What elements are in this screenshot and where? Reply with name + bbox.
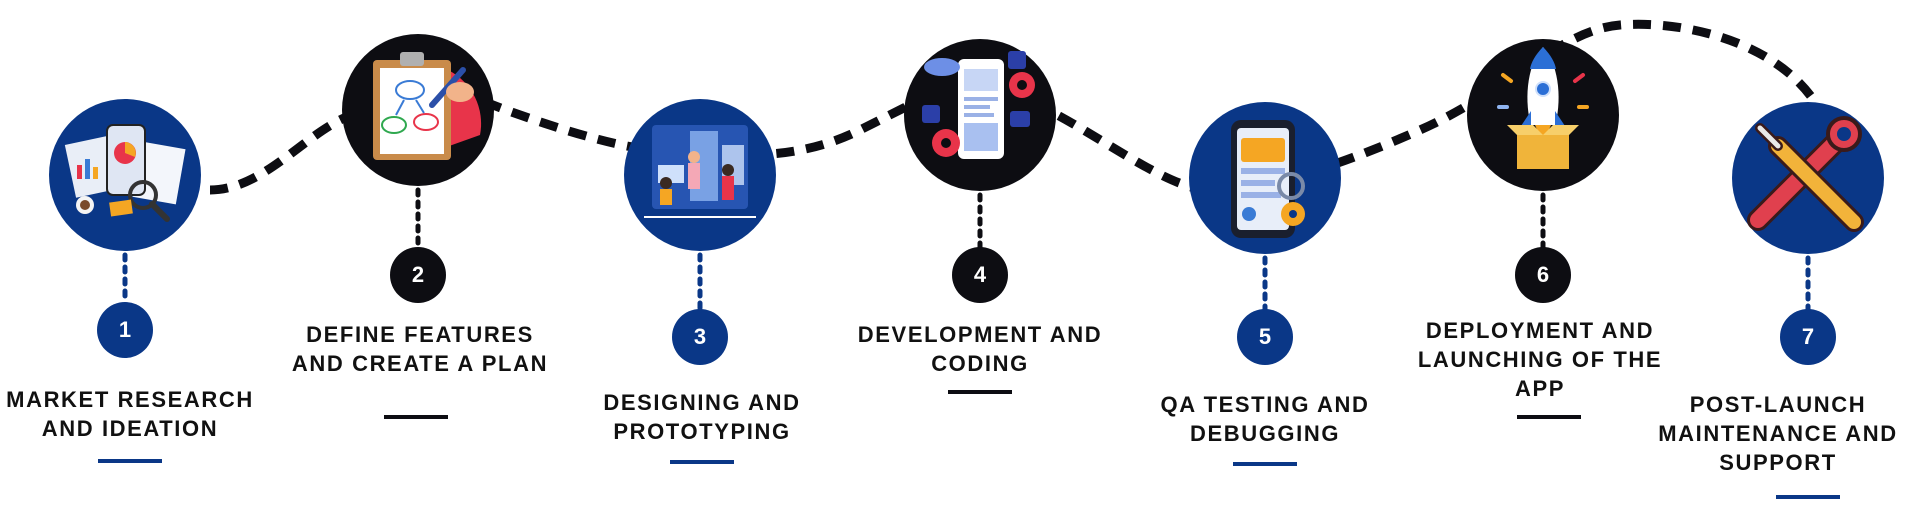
step-4-underline (948, 390, 1012, 394)
tools-icon (1732, 102, 1884, 254)
step-6-number: 6 (1515, 247, 1571, 303)
step-4-label: DEVELOPMENT AND CODING (857, 322, 1103, 376)
step-2-number: 2 (390, 247, 446, 303)
step-7-underline (1776, 495, 1840, 499)
step-7-number: 7 (1780, 309, 1836, 365)
step-3-underline (670, 460, 734, 464)
step-7-label: POST-LAUNCH MAINTENANCE AND SUPPORT (1658, 392, 1898, 475)
step-5-number: 5 (1237, 309, 1293, 365)
qa-phone-icon (1189, 102, 1341, 254)
step-2-label: DEFINE FEATURES AND CREATE A PLAN (291, 322, 549, 376)
step-1-number: 1 (97, 302, 153, 358)
clipboard-plan-icon (342, 34, 494, 186)
code-phone-icon (904, 39, 1056, 191)
step-6-underline (1517, 415, 1581, 419)
step-3-number: 3 (672, 309, 728, 365)
step-1-underline (98, 459, 162, 463)
step-5-label: QA TESTING AND DEBUGGING (1160, 392, 1370, 446)
step-3-label: DESIGNING AND PROTOTYPING (603, 390, 801, 444)
design-team-icon (624, 99, 776, 251)
rocket-launch-icon (1467, 39, 1619, 191)
step-4-number: 4 (952, 247, 1008, 303)
step-6-label: DEPLOYMENT AND LAUNCHING OF THE APP (1417, 318, 1663, 401)
market-research-icon (49, 99, 201, 251)
step-2-underline (384, 415, 448, 419)
step-5-underline (1233, 462, 1297, 466)
step-1-label: MARKET RESEARCH AND IDEATION (6, 387, 254, 441)
